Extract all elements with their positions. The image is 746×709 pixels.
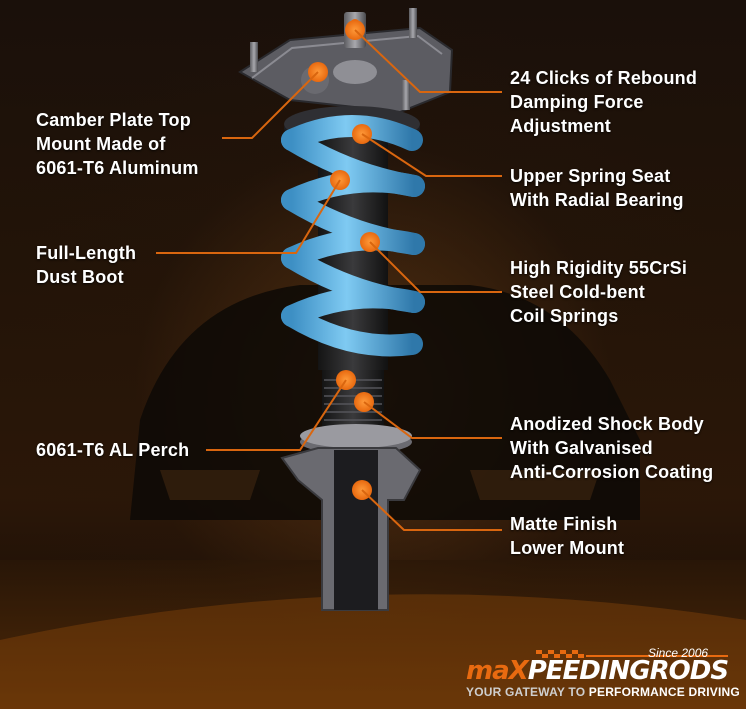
checkered-flag-icon xyxy=(536,650,728,658)
callout-camber-plate: Camber Plate Top Mount Made of 6061-T6 A… xyxy=(36,108,199,180)
callout-line: With Galvanised xyxy=(510,438,653,458)
callout-rebound-adjustment: 24 Clicks of Rebound Damping Force Adjus… xyxy=(510,66,697,138)
callout-line: Upper Spring Seat xyxy=(510,166,671,186)
brand-logo: maXPEEDINGRODS xyxy=(466,656,729,686)
brand-name-part1: maX xyxy=(466,656,529,686)
callout-line: Full-Length xyxy=(36,243,137,263)
callout-line: Damping Force xyxy=(510,92,644,112)
callout-line: Dust Boot xyxy=(36,267,124,287)
callout-shock-body: Anodized Shock Body With Galvanised Anti… xyxy=(510,412,713,484)
callout-line: Anodized Shock Body xyxy=(510,414,704,434)
callout-line: Coil Springs xyxy=(510,306,619,326)
callout-line: Mount Made of xyxy=(36,134,166,154)
callout-line: 24 Clicks of Rebound xyxy=(510,68,698,88)
callout-lower-mount: Matte Finish Lower Mount xyxy=(510,512,624,560)
tagline-prefix: YOUR GATEWAY TO xyxy=(466,685,589,699)
callout-dust-boot: Full-Length Dust Boot xyxy=(36,241,136,289)
callout-line: Camber Plate Top xyxy=(36,110,191,130)
callout-line: 6061-T6 Aluminum xyxy=(36,158,199,178)
callout-coil-springs: High Rigidity 55CrSi Steel Cold-bent Coi… xyxy=(510,256,687,328)
callout-line: Anti-Corrosion Coating xyxy=(510,462,714,482)
callout-line: Matte Finish xyxy=(510,514,618,534)
callout-perch: 6061-T6 AL Perch xyxy=(36,438,189,462)
brand-tagline: YOUR GATEWAY TO PERFORMANCE DRIVING xyxy=(466,685,740,699)
callout-line: With Radial Bearing xyxy=(510,190,684,210)
callout-line: 6061-T6 AL Perch xyxy=(36,440,190,460)
callout-upper-spring-seat: Upper Spring Seat With Radial Bearing xyxy=(510,164,684,212)
callout-line: Adjustment xyxy=(510,116,611,136)
callout-line: High Rigidity 55CrSi xyxy=(510,258,688,278)
callout-line: Lower Mount xyxy=(510,538,625,558)
brand-since: Since 2006 xyxy=(648,646,709,660)
callout-line: Steel Cold-bent xyxy=(510,282,646,302)
brand-name-part2: PEEDINGRODS xyxy=(527,656,729,686)
tagline-highlight: PERFORMANCE DRIVING xyxy=(588,685,740,699)
